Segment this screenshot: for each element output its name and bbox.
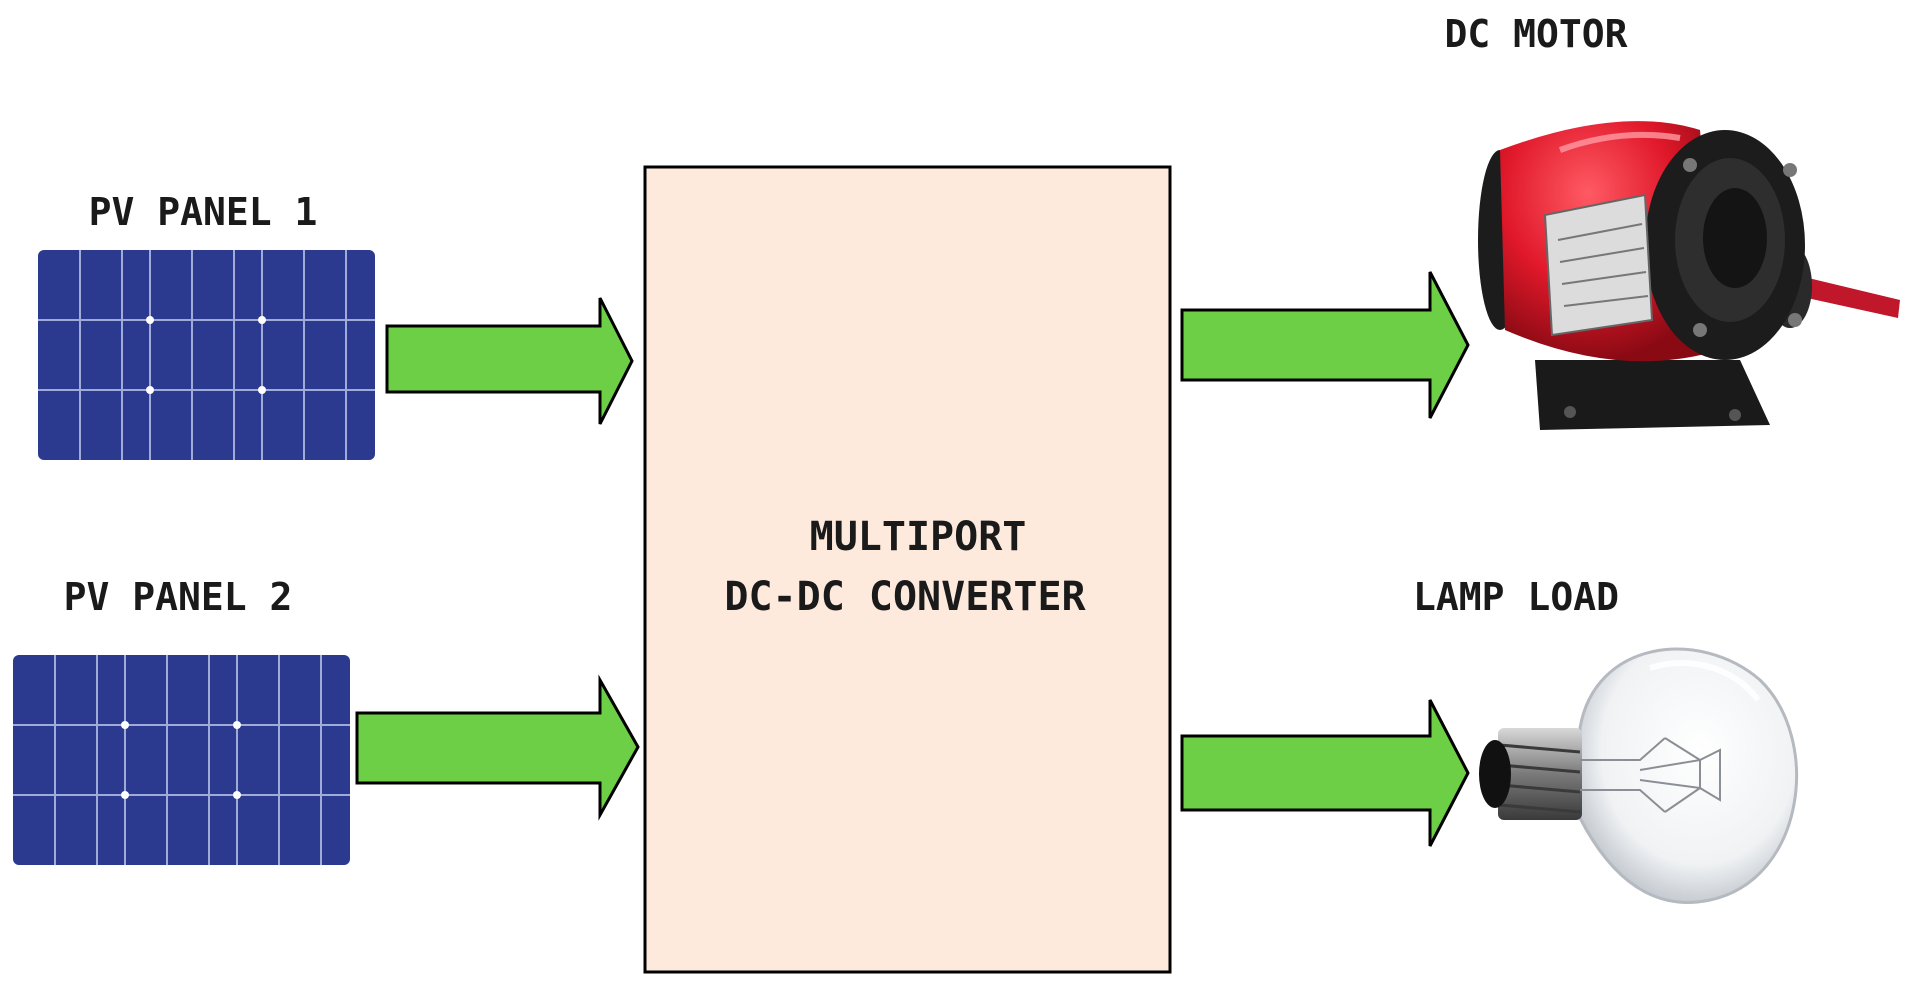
dc-motor-icon <box>1478 121 1900 430</box>
pv-panel-2-label: PV PANEL 2 <box>64 575 293 619</box>
pv-panel-1-label: PV PANEL 1 <box>89 190 318 234</box>
pv-panel-1-icon <box>38 250 375 460</box>
light-bulb-icon <box>1479 647 1798 904</box>
lamp-load-label: LAMP LOAD <box>1413 575 1619 619</box>
converter-block <box>643 165 1172 974</box>
dc-motor-label: DC MOTOR <box>1444 12 1627 56</box>
flow-arrow-icon-lamp <box>1180 699 1470 847</box>
converter-label-line1: MULTIPORT <box>810 514 1027 560</box>
flow-arrow-icon-motor <box>1180 271 1470 419</box>
converter-label-line2: DC-DC CONVERTER <box>724 574 1086 620</box>
flow-arrow-icon-pv2 <box>355 674 640 821</box>
pv-panel-2-icon <box>13 655 350 865</box>
flow-arrow-icon-pv1 <box>385 297 634 425</box>
